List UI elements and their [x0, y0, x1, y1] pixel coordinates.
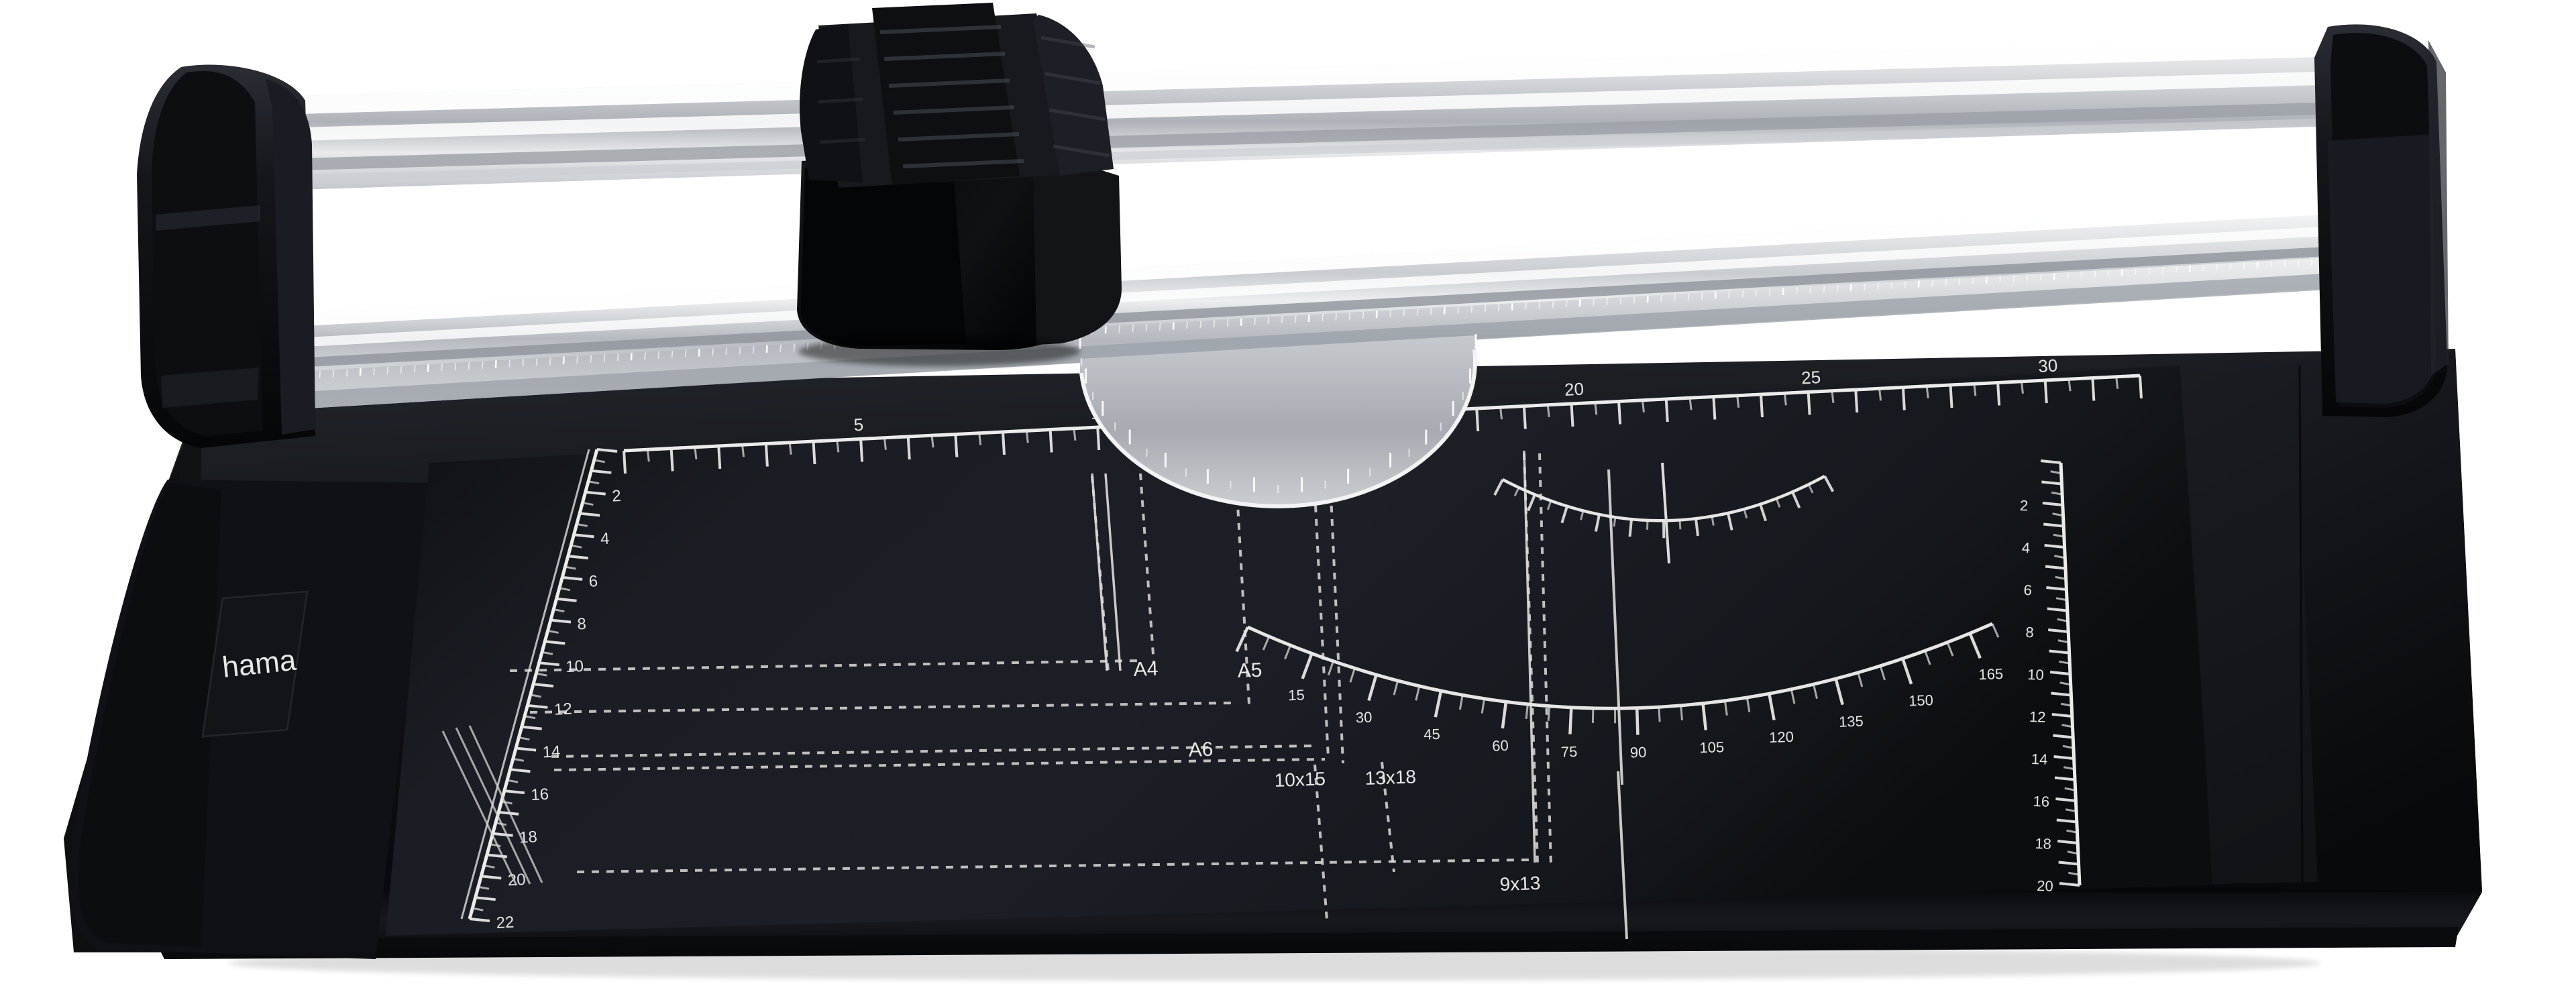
format-labels: A4 A5 A6 10x15 13x18 9x13 — [1133, 658, 1541, 895]
format-label-13x18: 13x18 — [1364, 766, 1416, 789]
svg-text:2: 2 — [612, 487, 622, 506]
svg-text:25: 25 — [1801, 367, 1821, 388]
svg-text:20: 20 — [2037, 877, 2053, 895]
svg-text:14: 14 — [2031, 751, 2047, 768]
svg-text:120: 120 — [1769, 728, 1794, 746]
svg-text:150: 150 — [1909, 691, 1934, 709]
svg-text:75: 75 — [1560, 743, 1577, 761]
svg-text:20: 20 — [1564, 379, 1584, 400]
svg-text:10: 10 — [566, 657, 584, 676]
format-label-9x13: 9x13 — [1499, 873, 1541, 895]
svg-text:10: 10 — [2027, 666, 2044, 683]
left-end-bracket — [137, 64, 315, 448]
svg-text:30: 30 — [1355, 709, 1372, 726]
sliding-cutting-head — [797, 3, 1122, 366]
format-label-a6: A6 — [1188, 738, 1214, 761]
svg-text:60: 60 — [1492, 737, 1509, 755]
brand-plate: hama — [201, 590, 309, 738]
svg-text:2: 2 — [2020, 497, 2029, 514]
format-guide-lines — [509, 659, 1530, 873]
svg-text:90: 90 — [1629, 744, 1646, 761]
svg-text:4: 4 — [2021, 539, 2030, 556]
svg-text:16: 16 — [531, 785, 549, 804]
svg-text:45: 45 — [1424, 726, 1440, 743]
svg-text:6: 6 — [2023, 582, 2032, 598]
protractor-arc-small — [1493, 462, 1835, 564]
svg-text:4: 4 — [600, 530, 610, 549]
svg-text:105: 105 — [1699, 738, 1725, 756]
svg-text:8: 8 — [577, 615, 587, 634]
format-label-a5: A5 — [1237, 659, 1263, 682]
svg-text:14: 14 — [542, 742, 561, 761]
format-label-10x15: 10x15 — [1274, 768, 1326, 791]
upper-guide-rail — [248, 37, 2392, 191]
svg-text:18: 18 — [2035, 835, 2051, 852]
right-side-panel — [2180, 351, 2482, 892]
svg-text:5: 5 — [853, 414, 864, 435]
svg-text:165: 165 — [1978, 665, 2004, 683]
svg-text:6: 6 — [588, 572, 598, 591]
svg-text:8: 8 — [2025, 624, 2034, 641]
lower-guide-rail — [268, 201, 2352, 373]
semicircular-paper-guide — [1079, 334, 1477, 508]
format-guide-lines-solid — [1091, 450, 1536, 863]
protractor-arc-large: 15 30 45 60 75 90 105 120 135 150 165 — [1235, 469, 2004, 940]
svg-text:16: 16 — [2033, 793, 2049, 810]
right-end-bracket — [2314, 24, 2449, 417]
svg-text:12: 12 — [2029, 708, 2046, 726]
svg-text:22: 22 — [496, 914, 515, 932]
svg-text:15: 15 — [1288, 686, 1305, 704]
svg-text:135: 135 — [1839, 713, 1864, 730]
svg-text:30: 30 — [2037, 355, 2057, 376]
format-label-a4: A4 — [1133, 658, 1159, 681]
diagonal-helper-lines — [441, 725, 543, 886]
brand-plate-label: hama — [221, 644, 298, 684]
svg-text:12: 12 — [553, 700, 572, 718]
right-vertical-ruler: 2 4 6 8 10 12 14 16 18 20 — [2020, 459, 2082, 895]
